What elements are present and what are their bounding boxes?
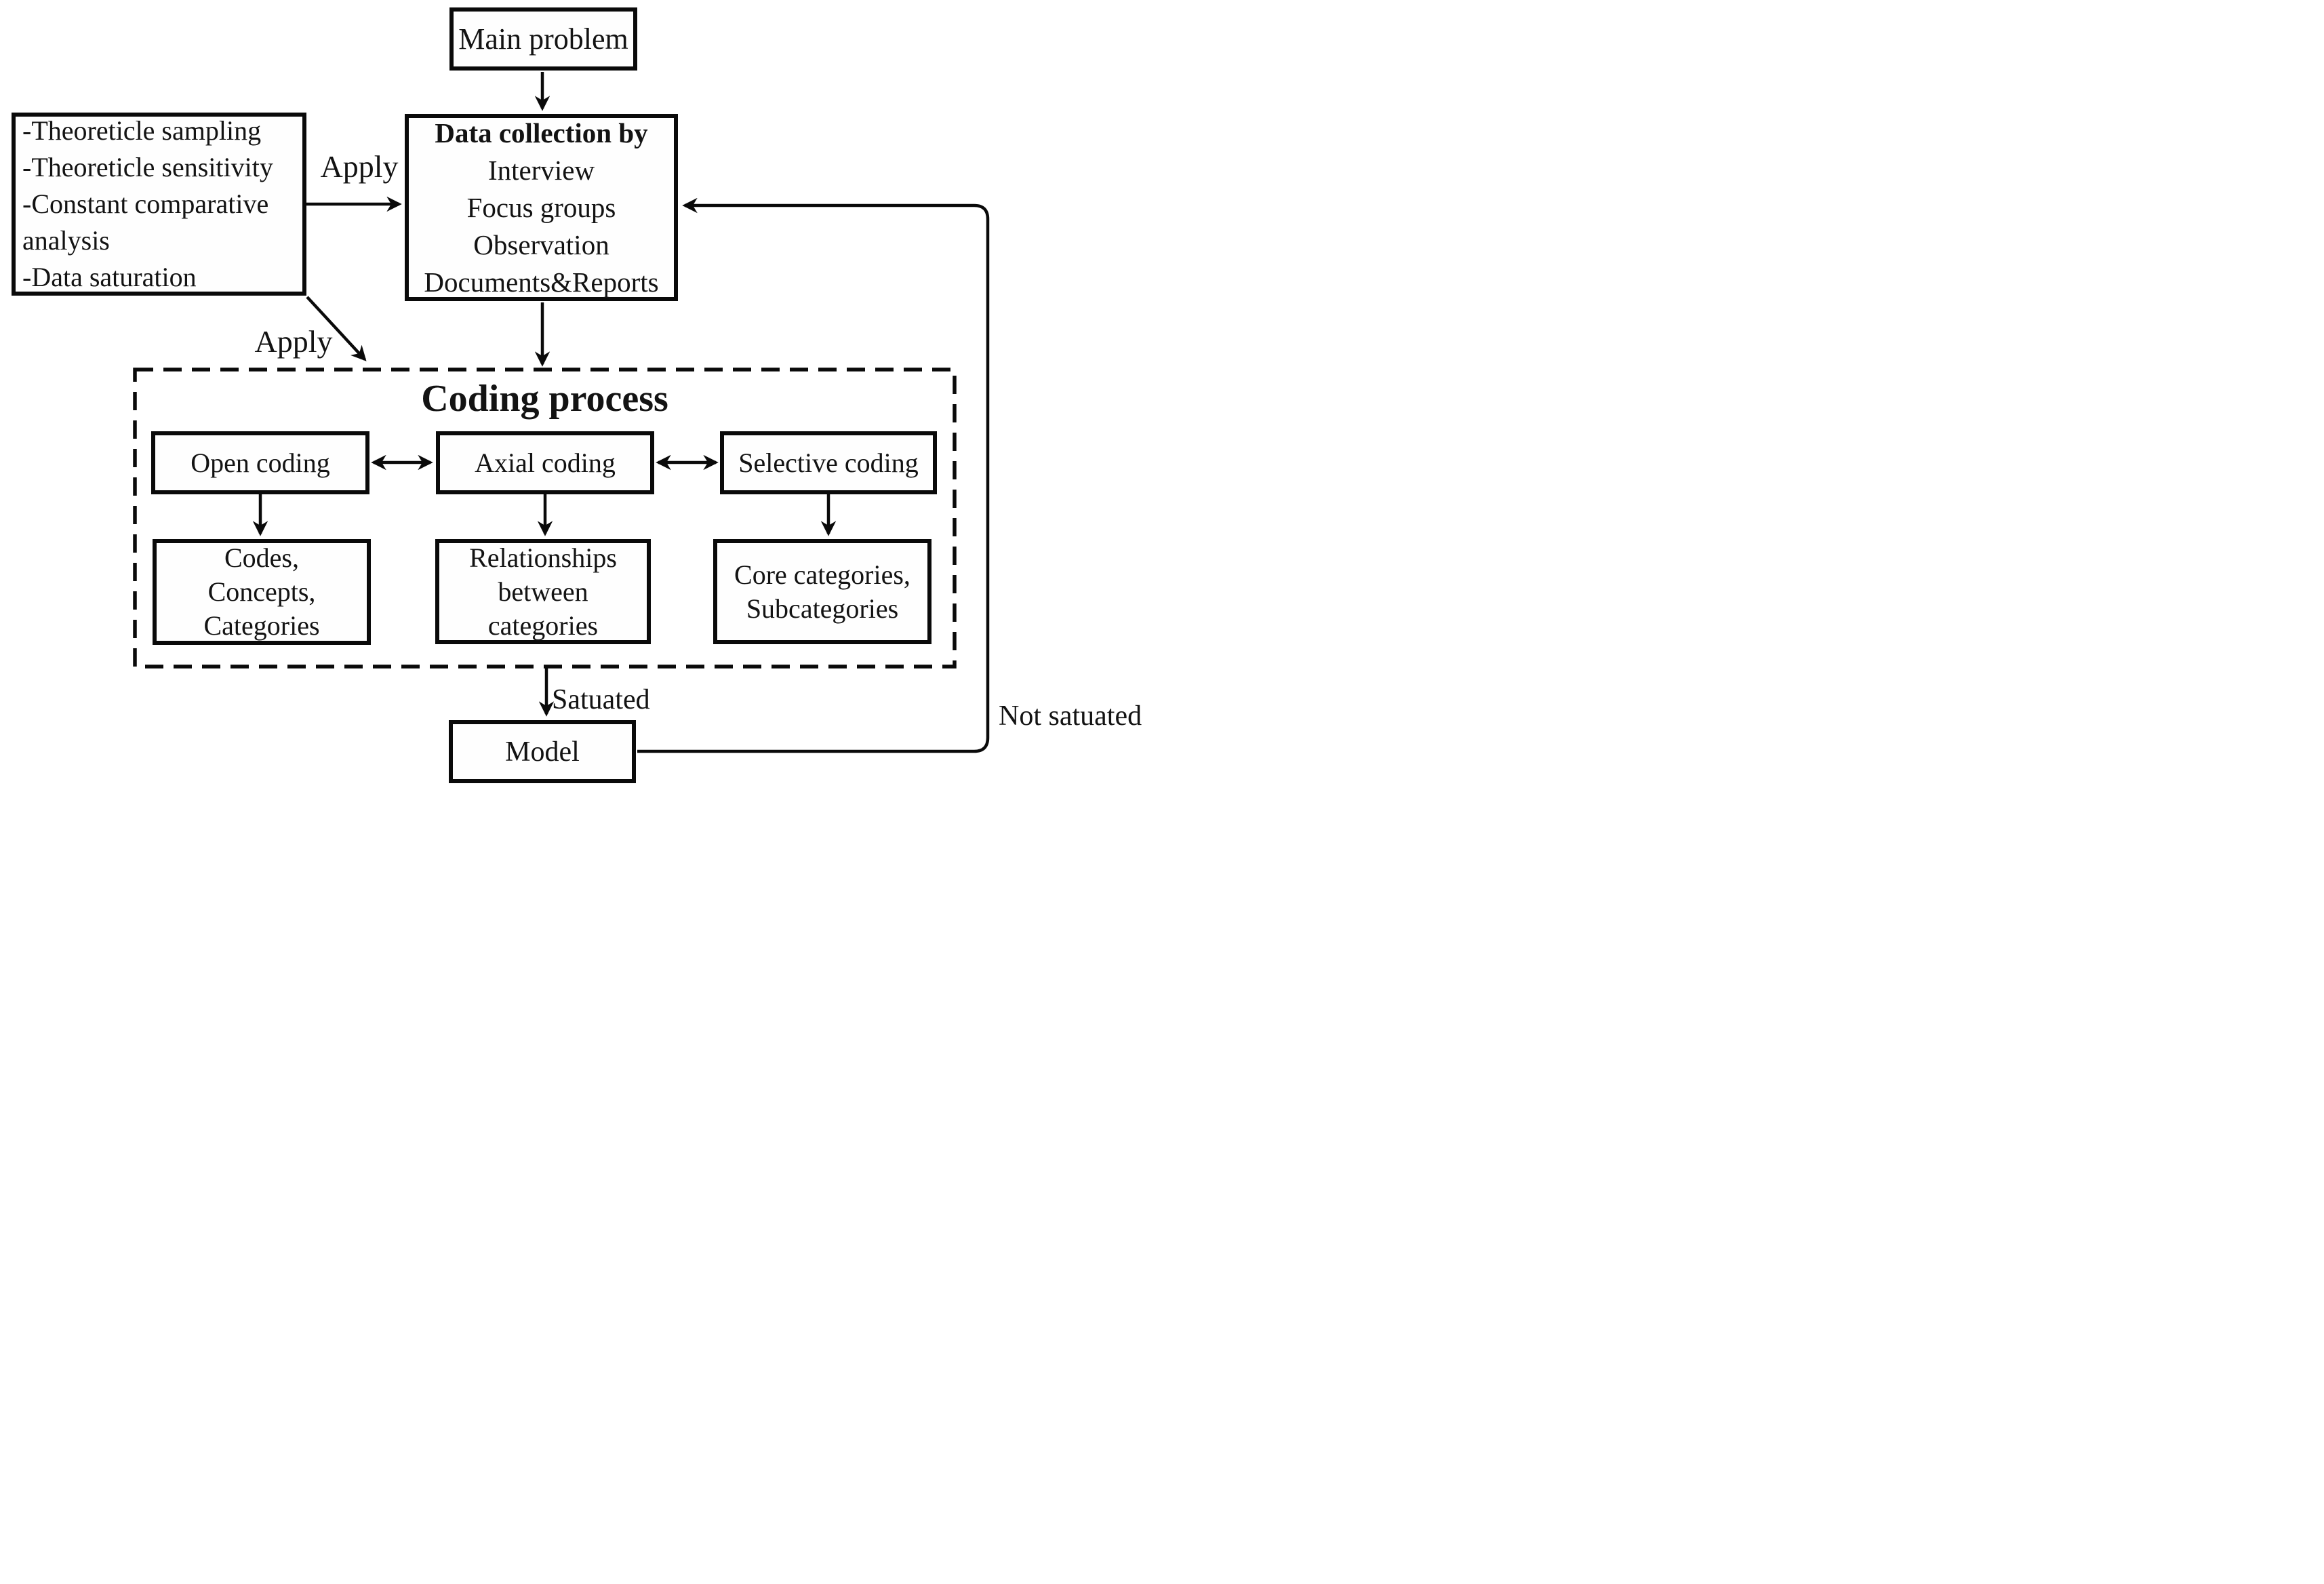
- node-codes-concepts-categories: Codes, Concepts, Categories: [153, 539, 371, 645]
- core-line: Core categories,: [734, 559, 910, 590]
- main-problem-label: Main problem: [458, 22, 628, 56]
- principle-item-wrap: analysis: [22, 225, 110, 256]
- node-open-coding: Open coding: [151, 431, 369, 494]
- relationships-line: between: [498, 576, 588, 607]
- grounded-theory-flowchart: Main problem Data collection by Intervie…: [0, 0, 1162, 792]
- connector-layer: [133, 72, 990, 753]
- coding-process-title: Coding process: [421, 378, 668, 420]
- arrow-principles-to-coding-diagonal: [306, 296, 367, 361]
- node-grounded-theory-principles: -Theoreticle sampling -Theoreticle sensi…: [12, 113, 306, 296]
- data-collection-method: Focus groups: [466, 191, 616, 223]
- codes-line: Categories: [203, 610, 320, 641]
- principle-item: -Data saturation: [22, 262, 197, 292]
- codes-line: Codes,: [224, 542, 299, 573]
- principle-item: -Constant comparative: [22, 189, 269, 219]
- relationships-line: categories: [487, 610, 599, 641]
- node-data-collection: Data collection by Interview Focus group…: [405, 114, 678, 301]
- apply-label-top: Apply: [320, 149, 399, 184]
- saturated-label: Satuated: [552, 684, 650, 715]
- relationships-line: Relationships: [469, 542, 617, 573]
- feedback-loop-model-to-datacollection: [637, 197, 990, 753]
- node-core-categories-subcategories: Core categories, Subcategories: [713, 539, 931, 644]
- open-coding-label: Open coding: [191, 448, 330, 478]
- codes-line: Concepts,: [207, 576, 316, 607]
- core-line: Subcategories: [746, 593, 899, 624]
- principle-item: -Theoreticle sensitivity: [22, 152, 273, 182]
- data-collection-heading: Data collection by: [435, 117, 648, 148]
- apply-label-diagonal: Apply: [254, 324, 333, 359]
- node-selective-coding: Selective coding: [720, 431, 937, 494]
- model-label: Model: [505, 736, 580, 768]
- node-relationships-between-categories: Relationships between categories: [435, 539, 651, 644]
- node-axial-coding: Axial coding: [436, 431, 654, 494]
- data-collection-method: Observation: [473, 229, 609, 260]
- node-model: Model: [449, 720, 636, 783]
- data-collection-method: Documents&Reports: [424, 266, 659, 298]
- coding-process-dashed-border: [133, 368, 957, 669]
- principle-item: -Theoreticle sampling: [22, 115, 262, 146]
- axial-coding-label: Axial coding: [475, 448, 616, 478]
- not-saturated-label: Not satuated: [999, 700, 1142, 732]
- data-collection-method: Interview: [487, 154, 595, 186]
- selective-coding-label: Selective coding: [738, 448, 919, 478]
- node-main-problem: Main problem: [449, 7, 637, 71]
